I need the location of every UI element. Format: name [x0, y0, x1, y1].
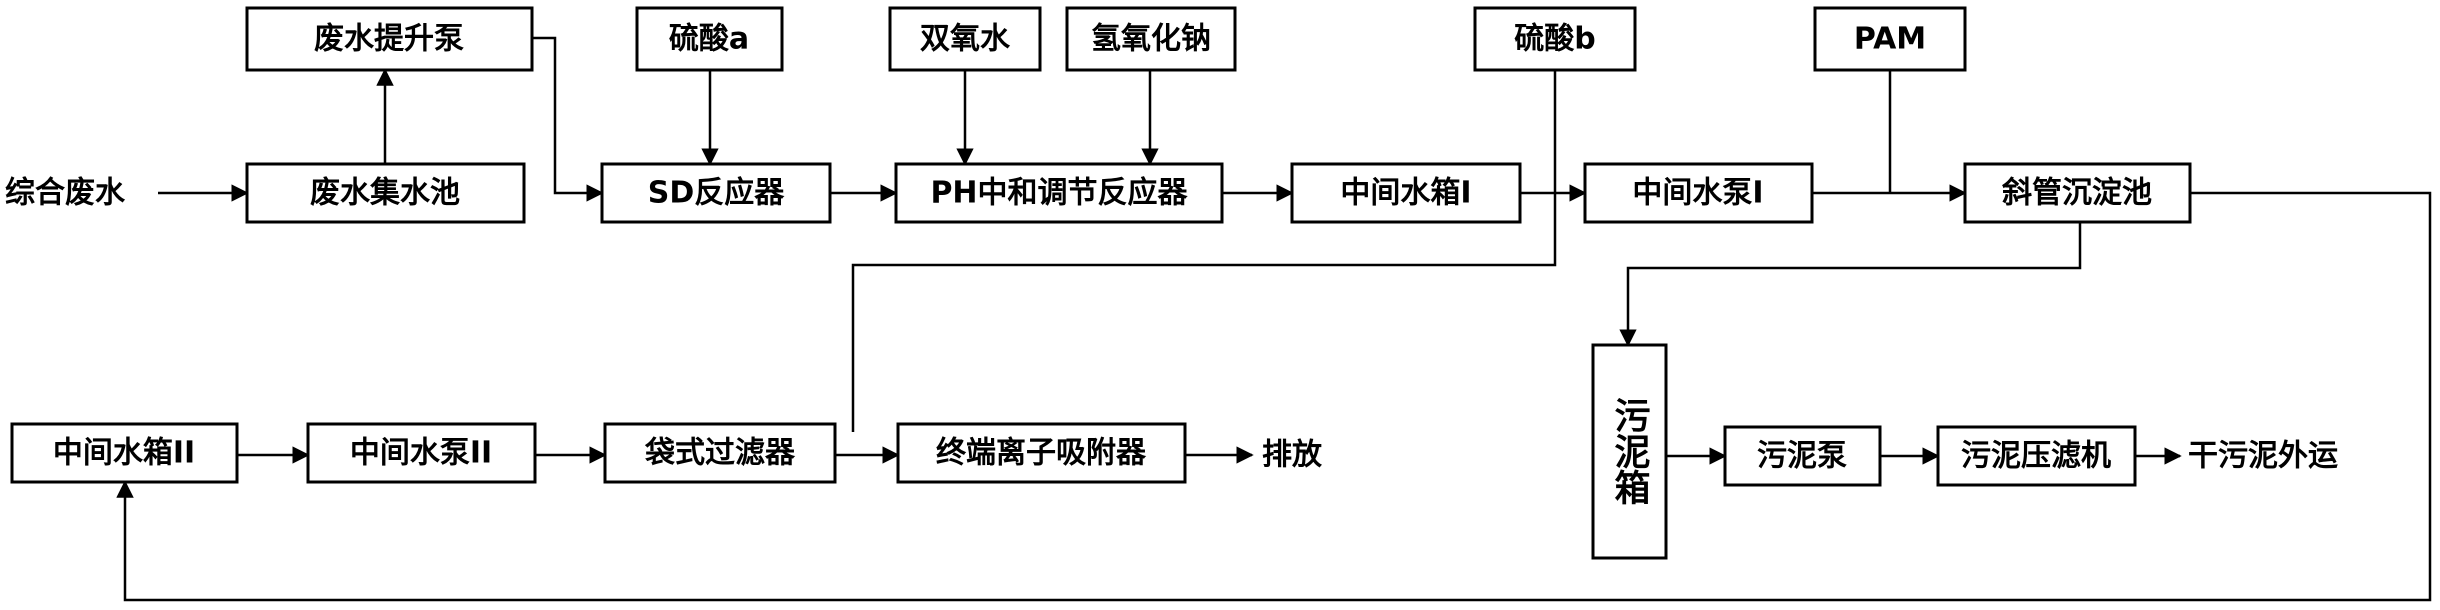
box-sludge-tank — [1591, 343, 1668, 560]
flow-settling-to-tank-2 — [116, 191, 2432, 602]
box-bag-filter — [603, 422, 837, 484]
box-ion-adsorber — [896, 422, 1187, 484]
label-pump-2: 中间水泵II — [350, 436, 492, 471]
flow-acid-b-to-bag-filter — [851, 70, 1557, 432]
label-hydrogen-peroxide: 双氧水 — [920, 22, 1011, 57]
label-sludge-tank: 污泥箱 — [1609, 397, 1651, 505]
label-tank-2: 中间水箱II — [53, 436, 195, 471]
label-pam: PAM — [1854, 22, 1926, 57]
box-sulfuric-acid-a — [635, 6, 784, 72]
label-tank-1: 中间水箱I — [1340, 176, 1471, 211]
box-ph-reactor — [894, 162, 1224, 224]
process-boxes — [10, 6, 2192, 560]
node-labels: 综合废水 废水提升泵 硫酸a 双氧水 氢氧化钠 硫酸b PAM 废水集水池 SD… — [5, 22, 2338, 506]
box-pam — [1813, 6, 1967, 72]
box-hydrogen-peroxide — [888, 6, 1042, 72]
label-collection-pool: 废水集水池 — [310, 176, 460, 211]
label-filter-press: 污泥压滤机 — [1961, 439, 2111, 474]
box-pump-1 — [1583, 162, 1814, 224]
box-sd-reactor — [600, 162, 832, 224]
label-settling-tank: 斜管沉淀池 — [2002, 176, 2152, 211]
label-ph-reactor: PH中和调节反应器 — [930, 176, 1188, 211]
label-ion-adsorber: 终端离子吸附器 — [936, 436, 1147, 471]
box-sodium-hydroxide — [1065, 6, 1237, 72]
label-sd-reactor: SD反应器 — [648, 176, 786, 211]
label-sodium-hydroxide: 氢氧化钠 — [1091, 22, 1211, 57]
label-pump-1: 中间水泵I — [1632, 176, 1763, 211]
box-tank-1 — [1290, 162, 1522, 224]
flow-lift-pump-to-sd-reactor — [532, 36, 604, 202]
box-tank-2 — [10, 422, 239, 484]
box-sludge-pump — [1723, 425, 1882, 487]
box-filter-press — [1936, 425, 2137, 487]
label-raw-wastewater: 综合废水 — [5, 176, 126, 211]
label-sulfuric-acid-a: 硫酸a — [669, 22, 749, 57]
label-bag-filter: 袋式过滤器 — [644, 436, 796, 471]
box-sulfuric-acid-b — [1473, 6, 1637, 72]
box-collection-pool — [245, 162, 526, 224]
flow-settling-to-sludge-tank — [1619, 222, 2082, 347]
label-lift-pump: 废水提升泵 — [314, 22, 464, 57]
box-settling-tank — [1963, 162, 2192, 224]
label-sulfuric-acid-b: 硫酸b — [1514, 22, 1595, 57]
label-sludge-pump: 污泥泵 — [1757, 439, 1847, 474]
connectors — [116, 36, 2432, 602]
box-pump-2 — [306, 422, 537, 484]
label-dry-sludge: 干污泥外运 — [2188, 439, 2338, 474]
box-lift-pump — [245, 6, 534, 72]
label-discharge: 排放 — [1262, 438, 1323, 473]
